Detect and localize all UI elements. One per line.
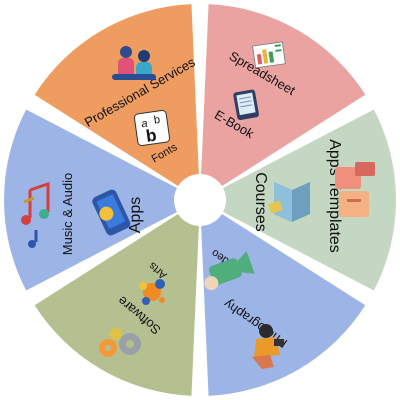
gears-icon (99, 328, 141, 357)
smartphone-icon (92, 189, 131, 236)
video-camera-icon (204, 251, 255, 291)
segment-software[interactable] (34, 213, 199, 396)
stacked-luggage-icon (335, 162, 375, 217)
spreadsheet-chart-icon (252, 41, 286, 69)
ebook-reader-icon (233, 89, 259, 121)
segment-spreadsheet[interactable] (201, 4, 366, 187)
svg-text:b: b (153, 114, 161, 127)
svg-text:a: a (141, 118, 149, 131)
font-letters-icon: a b b (133, 109, 171, 147)
open-book-icon (268, 182, 310, 222)
music-notes-icon (21, 181, 50, 248)
segment-apps[interactable] (3, 109, 177, 291)
svg-text:b: b (145, 126, 158, 146)
photographer-icon (252, 324, 284, 369)
paint-splash-icon (139, 279, 165, 305)
label-music-audio: Music & Audio (60, 173, 75, 255)
label-apps: Apps (127, 197, 144, 233)
label-courses: Courses (252, 172, 269, 232)
team-people-icon (112, 46, 156, 80)
